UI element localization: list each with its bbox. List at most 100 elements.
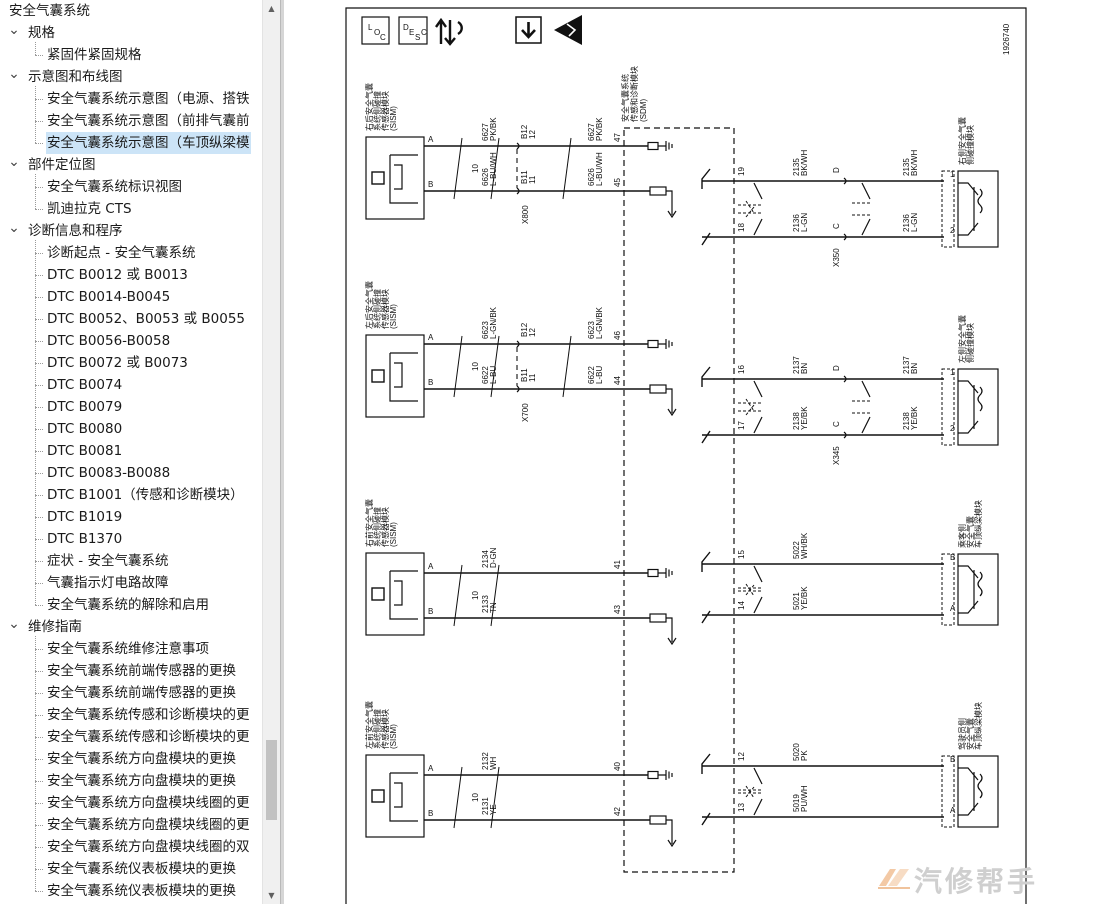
sensor-module-label: (SISM) — [389, 522, 398, 547]
wire-number: 5021 — [792, 592, 801, 610]
tree-item[interactable]: 安全气囊系统前端传感器的更换 — [0, 682, 262, 704]
tree-item[interactable]: DTC B0081 — [0, 440, 262, 462]
arrow-down-icon[interactable]: ▼ — [268, 891, 275, 900]
tree-item[interactable]: 安全气囊系统仪表板模块的更换 — [0, 858, 262, 880]
tree-item[interactable]: DTC B0080 — [0, 418, 262, 440]
tree-item[interactable]: DTC B0056-B0058 — [0, 330, 262, 352]
tree-item[interactable]: 安全气囊系统的解除和启用 — [0, 594, 262, 616]
sdm-pin: 45 — [613, 178, 622, 187]
sensor-module-label: (SISM) — [389, 106, 398, 131]
tree-guide — [35, 693, 43, 694]
esd-warning-icon[interactable] — [554, 15, 582, 45]
tree-item[interactable]: ⌄部件定位图 — [0, 154, 262, 176]
tree-item[interactable]: DTC B0014-B0045 — [0, 286, 262, 308]
tree-item-label: 安全气囊系统传感和诊断模块的更 — [47, 729, 250, 745]
tree-guide — [35, 187, 43, 188]
resistor-icon — [630, 384, 677, 417]
tree-item[interactable]: 诊断起点 - 安全气囊系统 — [0, 242, 262, 264]
device-connector — [941, 553, 955, 626]
pane-splitter[interactable] — [280, 0, 285, 904]
chevron-down-icon[interactable]: ⌄ — [8, 154, 20, 170]
tree-guide — [35, 174, 36, 209]
tree-item[interactable]: 安全气囊系统前端传感器的更换 — [0, 660, 262, 682]
tree-item[interactable]: 安全气囊系统方向盘模块线圈的更 — [0, 814, 262, 836]
chevron-down-icon[interactable]: ⌄ — [8, 220, 20, 236]
tree-item-label: DTC B0014-B0045 — [47, 289, 171, 305]
tree-item[interactable]: 症状 - 安全气囊系统 — [0, 550, 262, 572]
tree-item[interactable]: ⌄规格 — [0, 22, 262, 44]
tree-item[interactable]: DTC B0079 — [0, 396, 262, 418]
chevron-down-icon[interactable]: ⌄ — [8, 616, 20, 632]
sensor-chip-icon — [371, 587, 385, 601]
tree-item[interactable]: DTC B1019 — [0, 506, 262, 528]
tree-item[interactable]: 安全气囊系统传感和诊断模块的更 — [0, 704, 262, 726]
tree-item[interactable]: 紧固件紧固规格 — [0, 44, 262, 66]
description-icon-letter: D — [403, 23, 409, 32]
tree-item[interactable]: 安全气囊系统示意图（电源、搭铁 — [0, 88, 262, 110]
tree-item[interactable]: 安全气囊系统标识视图 — [0, 176, 262, 198]
tree-guide — [35, 671, 43, 672]
device-pin: 2 — [950, 226, 955, 235]
tree-item[interactable]: 气囊指示灯电路故障 — [0, 572, 262, 594]
tree-item[interactable]: DTC B1370 — [0, 528, 262, 550]
tree-item[interactable]: ⌄维修指南 — [0, 616, 262, 638]
tree-item[interactable]: 凯迪拉克 CTS — [0, 198, 262, 220]
tree-guide — [35, 275, 43, 276]
device-pin: 1 — [950, 170, 955, 179]
sdm-pin: 15 — [737, 550, 746, 559]
data-flow-icon[interactable] — [435, 17, 463, 46]
sensor-module-label: 左前安全气囊 — [364, 701, 374, 749]
sdm-output-switch — [701, 366, 734, 387]
shorting-contact — [861, 182, 871, 236]
connector-name: X700 — [521, 403, 530, 422]
connector-name: X350 — [832, 248, 841, 267]
tree-item[interactable]: 安全气囊系统维修注意事项 — [0, 638, 262, 660]
tree-item[interactable]: 安全气囊系统 — [0, 0, 262, 22]
sdm-pin: 42 — [613, 807, 622, 816]
sensor-module-label: 右后安全气囊 — [364, 83, 374, 131]
wire-number: 6626 — [587, 168, 596, 186]
device-pin: B — [950, 553, 955, 562]
wire-color: BK/WH — [910, 150, 919, 176]
tree-item[interactable]: 安全气囊系统方向盘模块的更换 — [0, 770, 262, 792]
tree-item[interactable]: DTC B1001（传感和诊断模块） — [0, 484, 262, 506]
tree-item[interactable]: DTC B0072 或 B0073 — [0, 352, 262, 374]
wire-color: D-GN — [489, 547, 498, 568]
chevron-down-icon[interactable]: ⌄ — [8, 22, 20, 38]
tree-item-label: 安全气囊系统方向盘模块线圈的更 — [47, 817, 250, 833]
arrow-up-icon[interactable]: ▲ — [268, 4, 275, 13]
tree-item[interactable]: 安全气囊系统示意图（车顶纵梁模 — [0, 132, 262, 154]
sensor-module-label: (SISM) — [389, 304, 398, 329]
download-icon[interactable] — [515, 16, 542, 44]
sensor-module-box — [365, 334, 425, 418]
tree-item[interactable]: 安全气囊系统仪表板模块的更换 — [0, 880, 262, 902]
tree-item[interactable]: 安全气囊系统传感和诊断模块的更 — [0, 726, 262, 748]
tree-item[interactable]: ⌄诊断信息和程序 — [0, 220, 262, 242]
inline-connector-icon — [843, 375, 847, 439]
navigation-tree[interactable]: 安全气囊系统⌄规格紧固件紧固规格⌄示意图和布线图安全气囊系统示意图（电源、搭铁安… — [0, 0, 262, 904]
scrollbar-thumb[interactable] — [266, 740, 277, 820]
tree-item[interactable]: DTC B0083-B0088 — [0, 462, 262, 484]
tree-item[interactable]: DTC B0012 或 B0013 — [0, 264, 262, 286]
airbag-module-box — [957, 368, 999, 446]
sdm-pin: 46 — [613, 331, 622, 340]
sdm-pin: 13 — [737, 803, 746, 812]
shorting-bar — [738, 583, 762, 597]
tree-item[interactable]: ⌄示意图和布线图 — [0, 66, 262, 88]
sdm-output-switch — [701, 168, 734, 189]
tree-item-label: 紧固件紧固规格 — [47, 47, 142, 63]
tree-guide — [35, 297, 43, 298]
tree-item[interactable]: 安全气囊系统方向盘模块的更换 — [0, 748, 262, 770]
twisted-pair-marker — [453, 766, 500, 829]
tree-item[interactable]: DTC B0052、B0053 或 B0055 — [0, 308, 262, 330]
tree-item[interactable]: 安全气囊系统示意图（前排气囊前 — [0, 110, 262, 132]
wire-color: PK/BK — [489, 117, 498, 141]
connector-pin: C — [832, 421, 841, 427]
tree-item[interactable]: 安全气囊系统方向盘模块线圈的更 — [0, 792, 262, 814]
tree-item[interactable]: DTC B0074 — [0, 374, 262, 396]
tree-scrollbar[interactable]: ▲ ▼ — [262, 0, 280, 904]
location-icon[interactable]: LOC — [361, 16, 390, 45]
tree-item[interactable]: 安全气囊系统方向盘模块线圈的双 — [0, 836, 262, 858]
chevron-down-icon[interactable]: ⌄ — [8, 66, 20, 82]
